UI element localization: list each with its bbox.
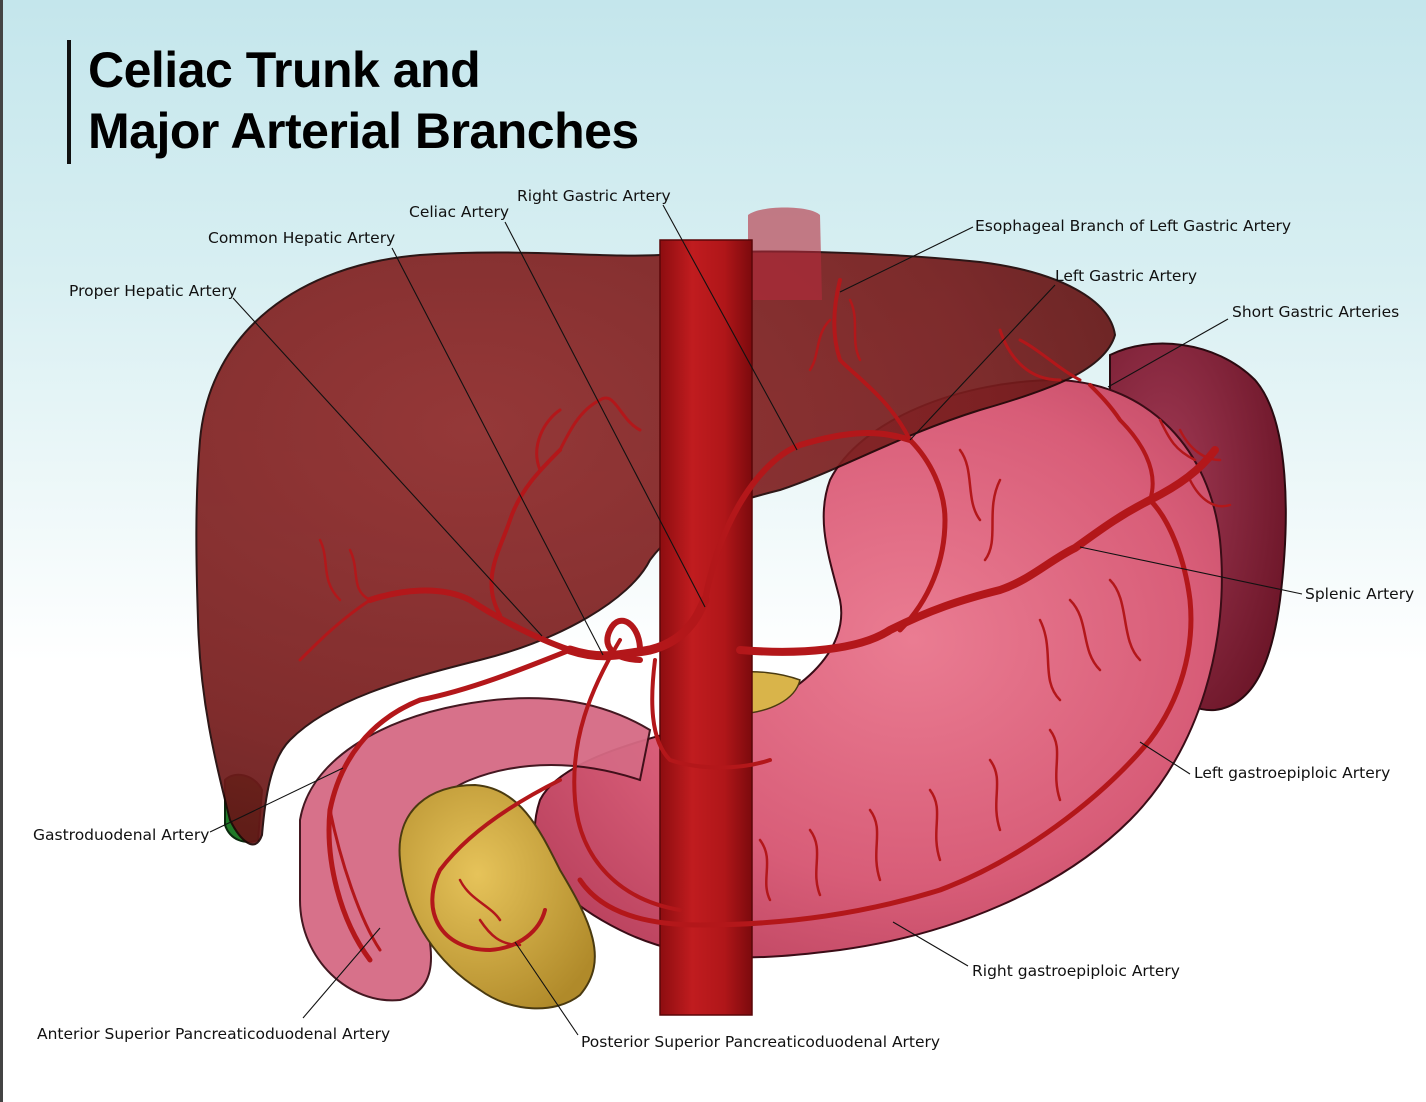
label-left-gastroepiploic-artery: Left gastroepiploic Artery xyxy=(1194,764,1391,782)
title-line-2: Major Arterial Branches xyxy=(88,103,639,159)
aorta-shape xyxy=(659,239,753,1016)
label-short-gastric-arteries: Short Gastric Arteries xyxy=(1232,303,1400,321)
label-right-gastroepiploic-artery: Right gastroepiploic Artery xyxy=(972,962,1180,980)
leader-lines xyxy=(209,204,1303,1036)
label-left-gastric-artery: Left Gastric Artery xyxy=(1055,267,1198,285)
left-border xyxy=(0,0,3,1102)
label-posterior-superior-pancreaticoduodenal-artery: Posterior Superior Pancreaticoduodenal A… xyxy=(581,1033,941,1051)
title-line-1: Celiac Trunk and xyxy=(88,42,481,98)
title-accent-bar xyxy=(67,40,71,164)
label-celiac-artery: Celiac Artery xyxy=(409,203,510,221)
label-right-gastric-artery: Right Gastric Artery xyxy=(517,187,671,205)
label-gastroduodenal-artery: Gastroduodenal Artery xyxy=(33,826,210,844)
liver-shape xyxy=(195,250,1117,846)
pancreas-head-shape xyxy=(398,783,596,1010)
page-title: Celiac Trunk and Major Arterial Branches xyxy=(88,40,639,162)
esophagus-shape xyxy=(748,207,822,300)
duodenum-shape xyxy=(299,697,652,1002)
label-common-hepatic-artery: Common Hepatic Artery xyxy=(208,229,396,247)
label-splenic-artery: Splenic Artery xyxy=(1305,585,1415,603)
artery-network xyxy=(298,278,1232,963)
label-esophageal-branch: Esophageal Branch of Left Gastric Artery xyxy=(975,217,1292,235)
label-proper-hepatic-artery: Proper Hepatic Artery xyxy=(69,282,237,300)
label-anterior-superior-pancreaticoduodenal-artery: Anterior Superior Pancreaticoduodenal Ar… xyxy=(37,1025,391,1043)
